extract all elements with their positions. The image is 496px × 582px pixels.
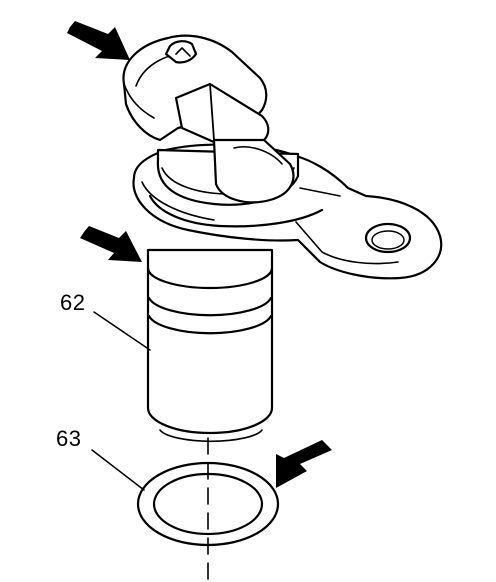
- black-arrow-icon: [276, 440, 332, 488]
- leader-line-62: [93, 311, 151, 351]
- mounting-hole: [364, 222, 412, 254]
- leader-line-63: [91, 449, 145, 491]
- connector-housing: [122, 34, 295, 204]
- black-arrow-icon: [67, 21, 130, 60]
- callout-label-o-ring: 63: [56, 426, 82, 451]
- black-arrow-icon: [80, 226, 142, 262]
- locking-tab: [164, 40, 198, 64]
- sensor-body: [146, 248, 274, 443]
- callout-label-sensor: 62: [60, 290, 86, 315]
